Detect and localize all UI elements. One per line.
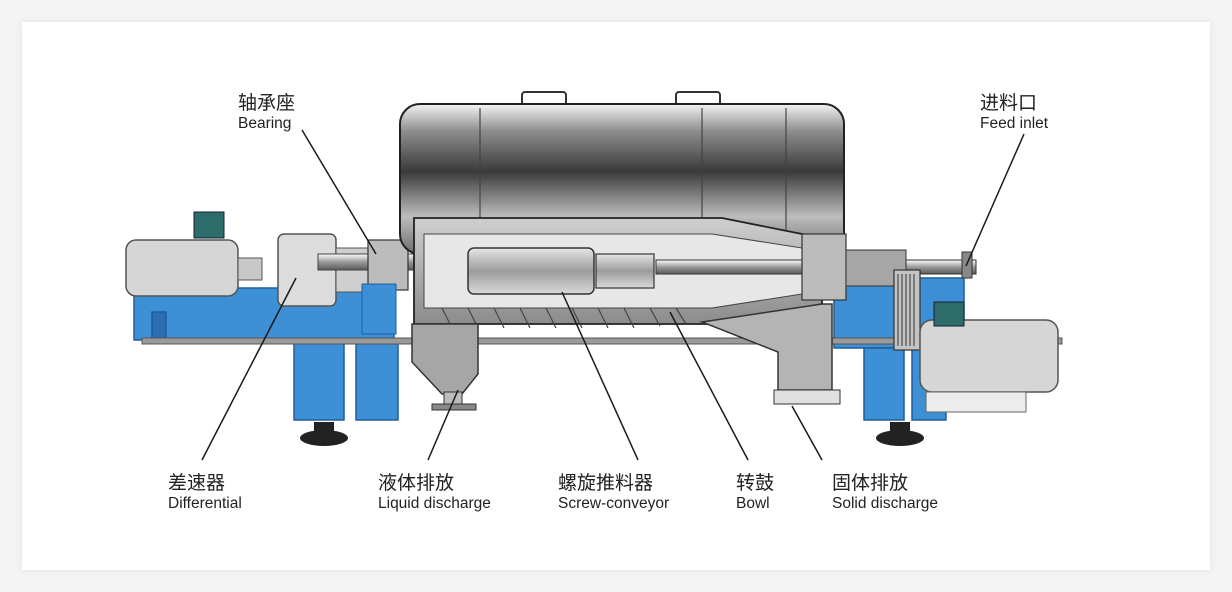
decanter-centrifuge-diagram — [125, 91, 1063, 461]
label-solid-discharge-zh: 固体排放 — [832, 472, 909, 494]
label-solid-discharge-en: Solid discharge — [832, 495, 938, 512]
label-bearing: 轴承座 Bearing — [238, 94, 295, 132]
label-screw-conveyor-zh: 螺旋推料器 — [558, 472, 654, 494]
label-feed-inlet: 进料口 Feed inlet — [980, 94, 1048, 132]
right-motor — [919, 301, 1059, 413]
liquid-discharge-chute — [411, 323, 479, 411]
label-screw-conveyor: 螺旋推料器 Screw-conveyor — [558, 474, 669, 512]
diagram-card: 轴承座 Bearing 进料口 Feed inlet 差速器 Different… — [22, 22, 1210, 570]
label-liquid-discharge-zh: 液体排放 — [378, 472, 455, 494]
leader-bowl — [669, 311, 749, 461]
label-bowl: 转鼓 Bowl — [736, 474, 774, 512]
left-motor — [125, 211, 263, 297]
base-rail — [141, 337, 1063, 345]
bearing-pedestal-left — [361, 239, 409, 335]
leader-screw-conveyor — [561, 291, 639, 461]
label-bearing-zh: 轴承座 — [238, 92, 296, 114]
feet — [300, 422, 924, 446]
leader-bearing — [301, 129, 377, 255]
label-feed-inlet-en: Feed inlet — [980, 115, 1049, 132]
label-bowl-zh: 转鼓 — [736, 472, 775, 494]
leader-feed-inlet — [965, 133, 1025, 267]
leader-liquid-discharge — [427, 389, 459, 461]
leader-solid-discharge — [791, 405, 823, 461]
label-liquid-discharge: 液体排放 Liquid discharge — [378, 474, 491, 512]
solid-discharge-chute — [699, 303, 841, 405]
leader-differential — [201, 277, 297, 461]
label-screw-conveyor-en: Screw-conveyor — [558, 495, 670, 512]
leader-lines — [201, 129, 1025, 461]
label-feed-inlet-zh: 进料口 — [980, 92, 1038, 114]
label-bowl-en: Bowl — [736, 495, 770, 512]
label-differential-zh: 差速器 — [168, 472, 226, 494]
label-bearing-en: Bearing — [238, 115, 292, 132]
label-liquid-discharge-en: Liquid discharge — [378, 495, 491, 512]
label-differential-en: Differential — [168, 495, 242, 512]
label-solid-discharge: 固体排放 Solid discharge — [832, 474, 938, 512]
label-differential: 差速器 Differential — [168, 474, 242, 512]
